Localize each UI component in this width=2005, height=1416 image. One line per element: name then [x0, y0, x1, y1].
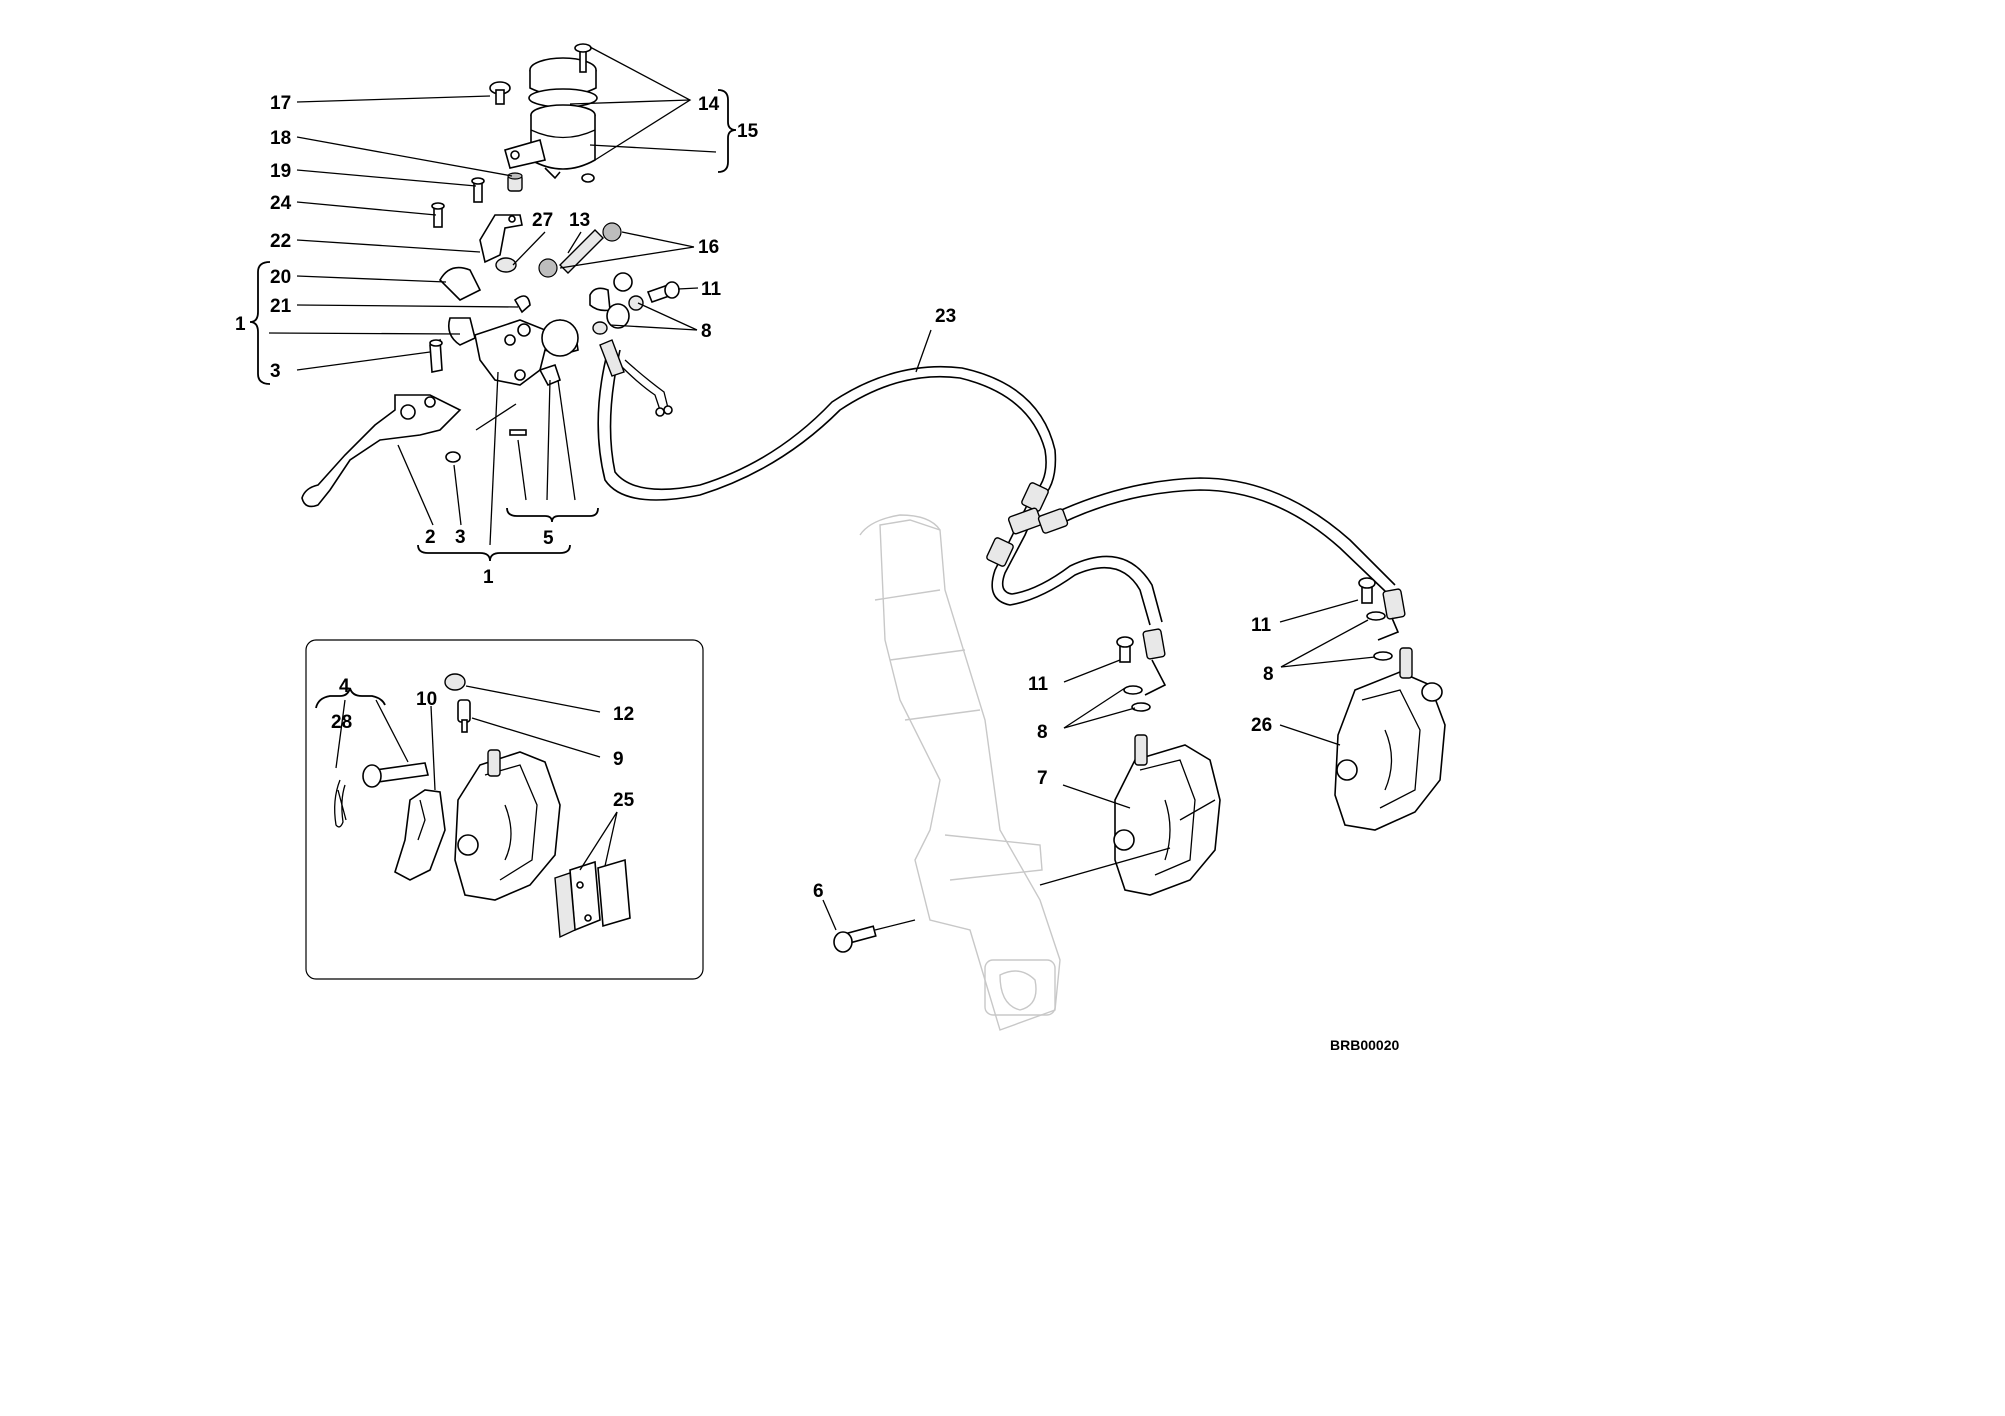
callout-labels: 17 18 19 24 22 20 21 1 3 2 3 5 1 14 15 2…: [235, 93, 1399, 1053]
callout-28: 28: [331, 712, 352, 733]
callout-15: 15: [737, 121, 759, 142]
caliper-mount-bolt: [833, 919, 916, 953]
handlebar-clamp: [439, 266, 482, 346]
callout-4: 4: [339, 676, 350, 697]
callout-24: 24: [270, 193, 292, 214]
callout-10: 10: [416, 689, 437, 710]
brake-system-exploded-diagram: 17 18 19 24 22 20 21 1 3 2 3 5 1 14 15 2…: [235, 43, 1446, 1053]
leader-lines: [268, 46, 1376, 931]
pad-pin: [362, 762, 429, 788]
callout-2: 2: [425, 527, 436, 548]
r-clip: [334, 779, 347, 828]
switch-wires: [599, 339, 673, 417]
callout-8-left: 8: [1037, 722, 1048, 743]
reservoir-hose: [538, 222, 622, 278]
callout-23: 23: [935, 306, 956, 327]
callout-9: 9: [613, 749, 624, 770]
reservoir-screw: [489, 81, 511, 105]
callout-22: 22: [270, 231, 291, 252]
banjo-fittings: [589, 272, 680, 335]
callout-27: 27: [532, 210, 553, 231]
callout-25: 25: [613, 790, 635, 811]
pad-spring: [394, 789, 446, 881]
callout-3-clamp: 3: [270, 361, 281, 382]
callout-3-lever: 3: [455, 527, 466, 548]
right-brake-caliper: [1334, 647, 1446, 831]
callout-20: 20: [270, 267, 291, 288]
master-cylinder-body: [474, 295, 579, 386]
front-brake-hose: [597, 349, 1406, 696]
callout-16: 16: [698, 237, 719, 258]
reservoir-bracket: [479, 214, 523, 273]
bleed-valve: [444, 673, 471, 733]
drawing-code: BRB00020: [1330, 1037, 1399, 1053]
callout-19: 19: [270, 161, 291, 182]
group-brackets: [249, 89, 737, 709]
brake-light-switch: [509, 363, 561, 436]
callout-8-top: 8: [701, 321, 712, 342]
pin-nut: [445, 451, 461, 463]
left-brake-caliper: [1113, 734, 1221, 896]
callout-1-group: 1: [235, 314, 246, 335]
callout-11-top: 11: [701, 279, 722, 300]
pivot-pin: [429, 338, 443, 373]
callout-13: 13: [569, 210, 590, 231]
banjo-bolt-right: [1358, 577, 1393, 661]
brake-fluid-reservoir: [504, 43, 598, 183]
callout-6: 6: [813, 881, 824, 902]
callout-12: 12: [613, 704, 634, 725]
callout-26: 26: [1251, 715, 1272, 736]
brake-lever: [301, 394, 462, 508]
reservoir-grommet: [507, 172, 523, 192]
callout-17: 17: [270, 93, 291, 114]
callout-1-bottom: 1: [483, 567, 494, 588]
callout-7: 7: [1037, 768, 1048, 789]
callout-11-right: 11: [1251, 615, 1272, 636]
banjo-bolt-left: [1116, 636, 1151, 712]
callout-18: 18: [270, 128, 291, 149]
brake-pads: [554, 858, 631, 939]
bracket-screws: [431, 177, 485, 228]
callout-21: 21: [270, 296, 292, 317]
callout-5: 5: [543, 528, 554, 549]
callout-8-right: 8: [1263, 664, 1274, 685]
callout-11-left: 11: [1028, 674, 1049, 695]
inset-caliper: [454, 749, 561, 901]
front-fork-outline: [859, 514, 1061, 1031]
caliper-kit-panel: [305, 639, 704, 980]
callout-14: 14: [698, 94, 720, 115]
